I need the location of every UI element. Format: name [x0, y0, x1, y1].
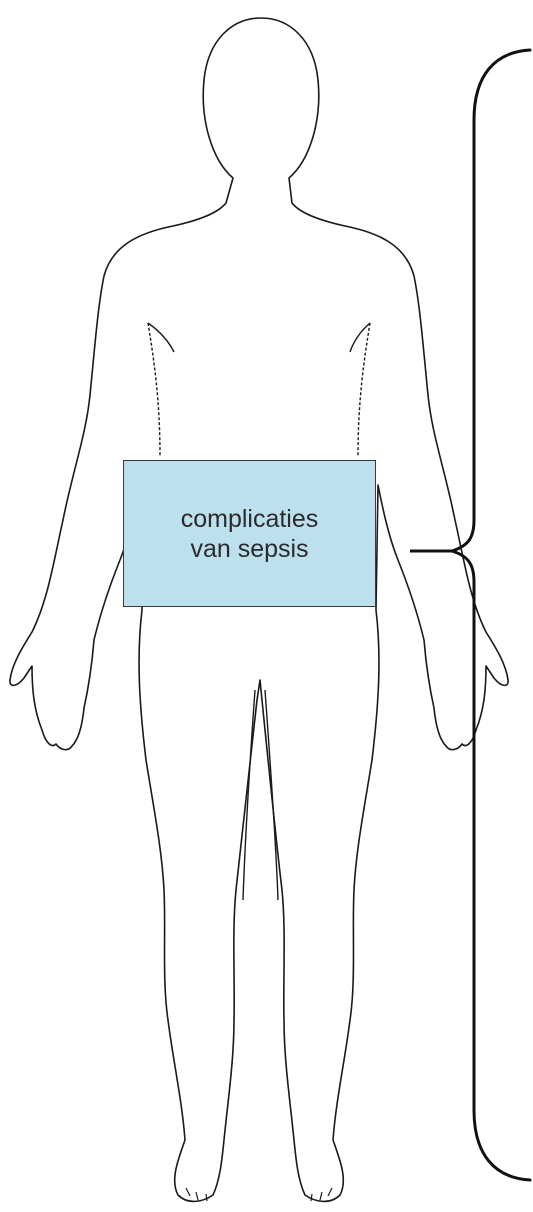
label-line-2: van sepsis: [181, 534, 319, 564]
sepsis-complications-label: complicaties van sepsis: [181, 504, 319, 564]
label-line-1: complicaties: [181, 504, 319, 534]
body-outline: [10, 18, 508, 1201]
sepsis-complications-box: complicaties van sepsis: [123, 460, 376, 607]
